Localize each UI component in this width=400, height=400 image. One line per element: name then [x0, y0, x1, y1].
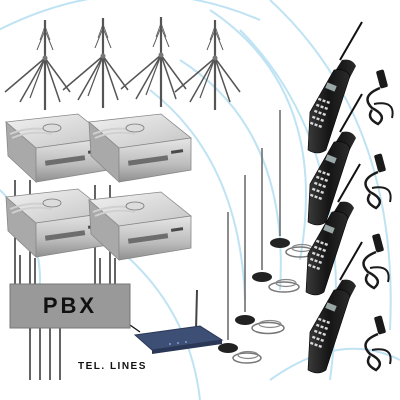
rooftop-antenna — [173, 18, 242, 112]
wave-arc — [179, 59, 282, 291]
magnetic-antenna — [252, 148, 300, 293]
wave-arc — [269, 0, 392, 331]
pbx-label: PBX — [42, 293, 98, 318]
car-charger — [366, 69, 394, 126]
rooftop-antenna — [61, 16, 130, 110]
pbx-box — [9, 283, 131, 329]
handheld-radios — [306, 21, 363, 373]
handheld-radio — [307, 21, 363, 154]
gateway-unit — [88, 191, 192, 261]
gateway-units — [5, 113, 192, 261]
wave-arc — [0, 0, 261, 31]
wave-arc — [269, 347, 400, 381]
wifi-router — [133, 289, 224, 354]
magnetic-antenna — [235, 175, 285, 335]
rooftop-antennas — [4, 15, 242, 112]
tel-lines-label: TEL. LINES — [78, 361, 147, 372]
car-chargers — [362, 69, 394, 372]
car-charger — [364, 314, 392, 372]
wave-arc — [209, 9, 307, 261]
gateway-unit — [88, 113, 192, 183]
rooftop-antenna — [4, 20, 71, 110]
gateway-unit — [5, 113, 109, 183]
wave-arc — [149, 89, 246, 301]
car-charger — [364, 152, 392, 210]
car-charger — [362, 232, 390, 290]
magnetic-antennas — [218, 110, 315, 364]
wave-arc — [119, 249, 201, 400]
magnetic-antenna — [218, 212, 262, 364]
